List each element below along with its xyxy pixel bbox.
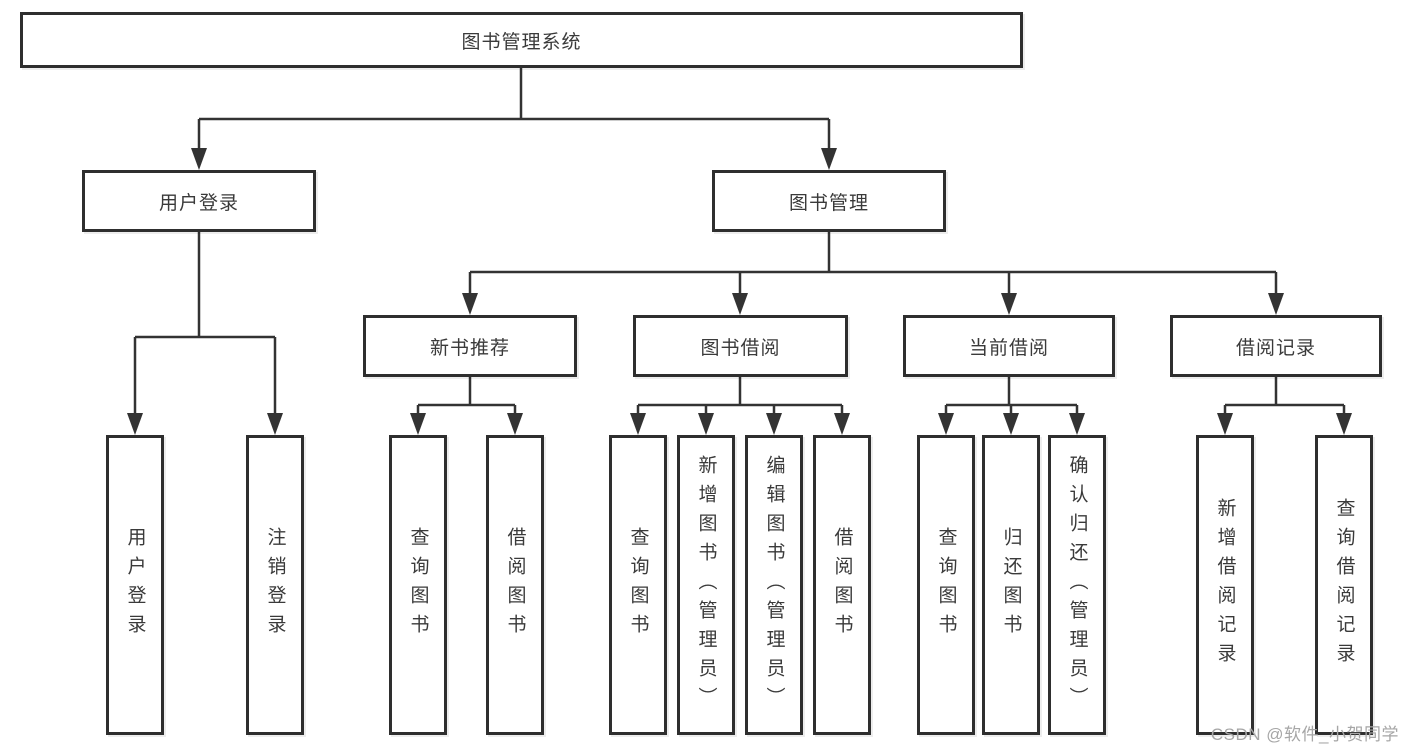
leaf-label: 查询借阅记录 — [1333, 498, 1355, 672]
leaf-label: 查询图书 — [407, 527, 429, 643]
leaf-borrow-books-recommend: 借阅图书 — [486, 435, 544, 735]
leaf-edit-books-admin: 编辑图书（管理员） — [745, 435, 803, 735]
leaf-label: 新增图书（管理员） — [695, 454, 717, 716]
node-label: 图书管理系统 — [461, 31, 582, 53]
node-label: 新书推荐 — [429, 337, 510, 359]
leaf-label: 用户登录 — [124, 527, 146, 643]
leaf-query-books-borrowing: 查询图书 — [609, 435, 667, 735]
leaf-label: 注销登录 — [264, 527, 286, 643]
node-label: 图书借阅 — [700, 337, 781, 359]
leaf-logout: 注销登录 — [246, 435, 304, 735]
node-new-book-recommendation: 新书推荐 — [363, 315, 577, 377]
leaf-label: 新增借阅记录 — [1214, 498, 1236, 672]
leaf-label: 查询图书 — [935, 527, 957, 643]
leaf-borrow-books: 借阅图书 — [813, 435, 871, 735]
node-current-borrowing: 当前借阅 — [903, 315, 1115, 377]
node-label: 用户登录 — [158, 192, 239, 214]
leaf-query-borrow-record: 查询借阅记录 — [1315, 435, 1373, 735]
node-book-borrowing: 图书借阅 — [633, 315, 848, 377]
leaf-add-books-admin: 新增图书（管理员） — [677, 435, 735, 735]
leaf-label: 编辑图书（管理员） — [763, 454, 785, 716]
node-borrowing-records: 借阅记录 — [1170, 315, 1382, 377]
leaf-label: 借阅图书 — [504, 527, 526, 643]
leaf-label: 借阅图书 — [831, 527, 853, 643]
leaf-label: 归还图书 — [1000, 527, 1022, 643]
csdn-watermark: CSDN @软件_小贺同学 — [1210, 725, 1399, 744]
leaf-return-books: 归还图书 — [982, 435, 1040, 735]
leaf-label: 确认归还（管理员） — [1066, 454, 1088, 716]
node-user-login-branch: 用户登录 — [82, 170, 316, 232]
node-label: 借阅记录 — [1235, 337, 1316, 359]
node-book-management-branch: 图书管理 — [712, 170, 946, 232]
leaf-label: 查询图书 — [627, 527, 649, 643]
node-label: 图书管理 — [788, 192, 869, 214]
node-label: 当前借阅 — [968, 337, 1049, 359]
leaf-query-books-recommend: 查询图书 — [389, 435, 447, 735]
node-library-management-system: 图书管理系统 — [20, 12, 1023, 68]
arrowhead-icons — [127, 148, 1352, 435]
leaf-confirm-return-admin: 确认归还（管理员） — [1048, 435, 1106, 735]
leaf-add-borrow-record: 新增借阅记录 — [1196, 435, 1254, 735]
leaf-user-login: 用户登录 — [106, 435, 164, 735]
leaf-query-books-current: 查询图书 — [917, 435, 975, 735]
